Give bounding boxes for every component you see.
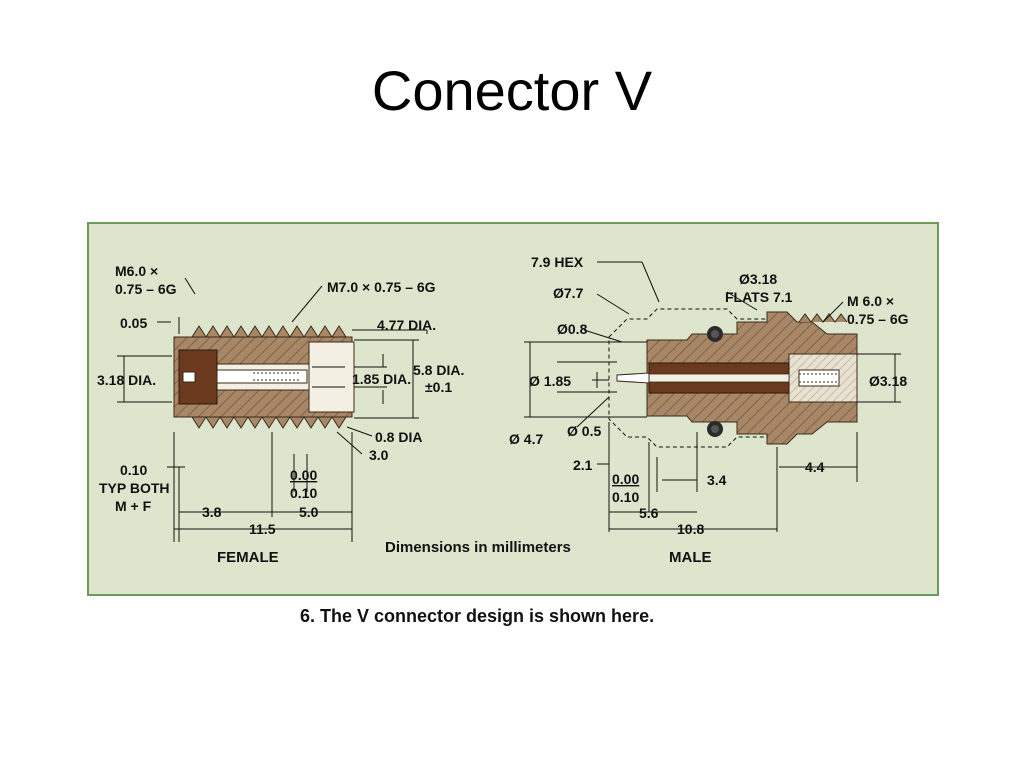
male-thread-line2: 0.75 – 6G xyxy=(847,311,909,327)
female-dim-pm01: ±0.1 xyxy=(425,379,452,395)
male-dim-34: 3.4 xyxy=(707,472,727,488)
female-dim-010: 0.10 xyxy=(290,485,317,501)
female-mf: M + F xyxy=(115,498,152,514)
male-connector xyxy=(608,308,858,448)
female-connector xyxy=(173,325,355,429)
connector-drawing: M6.0 × 0.75 – 6G M7.0 × 0.75 – 6G 0.05 4… xyxy=(87,222,939,596)
female-dim-010-typ: 0.10 xyxy=(120,462,147,478)
female-dim-115: 11.5 xyxy=(249,521,276,537)
female-dim-005: 0.05 xyxy=(120,315,147,331)
connector-figure: M6.0 × 0.75 – 6G M7.0 × 0.75 – 6G 0.05 4… xyxy=(87,222,939,642)
male-d05: Ø 0.5 xyxy=(567,423,601,439)
female-label: FEMALE xyxy=(217,549,279,566)
female-typ-both: TYP BOTH xyxy=(99,480,170,496)
female-dim-08: 0.8 DIA xyxy=(375,429,422,445)
male-d08: Ø0.8 xyxy=(557,321,588,337)
male-hex: 7.9 HEX xyxy=(531,254,584,270)
caption-box: 6. The V connector design is shown here. xyxy=(87,602,939,642)
caption-text: 6. The V connector design is shown here. xyxy=(300,606,655,626)
female-dim-58: 5.8 DIA. xyxy=(413,362,464,378)
female-dim-38: 3.8 xyxy=(202,504,222,520)
male-dim-56: 5.6 xyxy=(639,505,659,521)
male-label: MALE xyxy=(669,549,712,566)
male-dim-010: 0.10 xyxy=(612,489,639,505)
female-thread-right: M7.0 × 0.75 – 6G xyxy=(327,279,436,295)
male-d47: Ø 4.7 xyxy=(509,431,543,447)
male-dim-000: 0.00 xyxy=(612,471,639,487)
male-d185: Ø 1.85 xyxy=(529,373,571,389)
female-dim-318: 3.18 DIA. xyxy=(97,372,156,388)
female-dim-000: 0.00 xyxy=(290,467,317,483)
male-d77: Ø7.7 xyxy=(553,285,584,301)
male-dim-21: 2.1 xyxy=(573,457,593,473)
female-dim-50: 5.0 xyxy=(299,504,319,520)
male-thread-line1: M 6.0 × xyxy=(847,293,894,309)
male-dimension-lines xyxy=(524,261,901,532)
female-dim-30: 3.0 xyxy=(369,447,389,463)
female-thread-left-line2: 0.75 – 6G xyxy=(115,281,177,297)
female-dimension-lines xyxy=(117,277,428,542)
dimensions-note: Dimensions in millimeters xyxy=(385,539,571,556)
female-thread-left-line1: M6.0 × xyxy=(115,263,158,279)
male-dim-108: 10.8 xyxy=(677,521,704,537)
female-dim-477: 4.77 DIA. xyxy=(377,317,436,333)
slide-title: Conector V xyxy=(371,59,653,122)
male-dim-44: 4.4 xyxy=(805,459,825,475)
female-dim-185: 1.85 DIA. xyxy=(352,371,411,387)
male-flats: FLATS 7.1 xyxy=(725,289,793,305)
male-d318-flats: Ø3.18 xyxy=(739,271,777,287)
male-d318: Ø3.18 xyxy=(869,373,907,389)
